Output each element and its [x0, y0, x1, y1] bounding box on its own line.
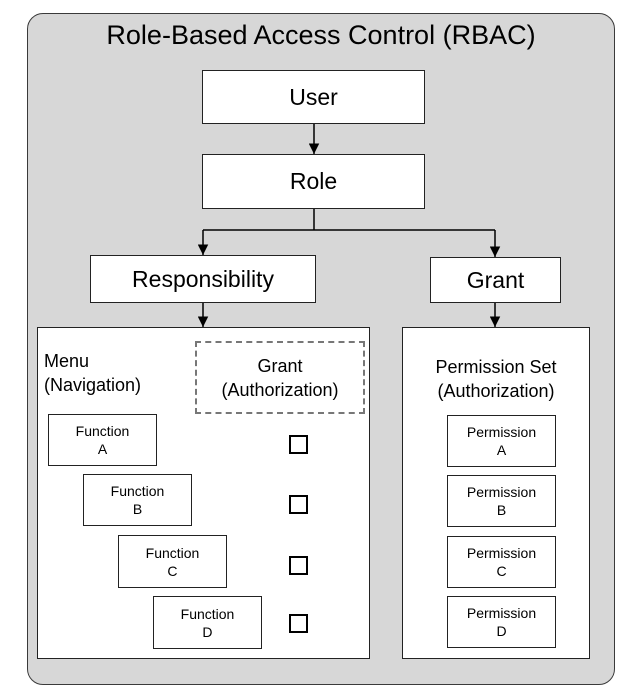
- role-label: Role: [289, 168, 338, 194]
- menu-heading: Menu (Navigation): [44, 349, 184, 397]
- grant-checkbox-c: [289, 556, 308, 575]
- function-d-box: Function D: [153, 596, 262, 649]
- permission-id: C: [496, 563, 507, 579]
- function-b-box: Function B: [83, 474, 192, 526]
- user-label: User: [289, 83, 338, 110]
- permission-a-box: Permission A: [447, 415, 556, 467]
- function-label: Function: [75, 423, 130, 439]
- permission-c-box: Permission C: [447, 536, 556, 588]
- permission-heading-line2: (Authorization): [437, 381, 555, 401]
- function-id: B: [132, 501, 143, 517]
- responsibility-label: Responsibility: [132, 265, 274, 292]
- menu-heading-line1: Menu: [44, 351, 90, 371]
- role-box: Role: [202, 154, 425, 209]
- permission-id: A: [496, 442, 507, 458]
- permission-label: Permission: [466, 424, 537, 440]
- function-label: Function: [110, 483, 165, 499]
- grant-label: Grant: [466, 266, 525, 293]
- grant-box-line1: Grant: [257, 355, 303, 376]
- function-label: Function: [180, 605, 235, 622]
- permission-id: D: [496, 623, 507, 639]
- permission-label: Permission: [466, 545, 537, 561]
- permission-id: B: [496, 502, 507, 518]
- function-a-box: Function A: [48, 414, 157, 466]
- grant-checkbox-a: [289, 435, 308, 454]
- function-id: A: [97, 441, 108, 457]
- permission-set-heading: Permission Set (Authorization): [402, 355, 590, 403]
- permission-heading-line1: Permission Set: [435, 357, 557, 377]
- menu-heading-line2: (Navigation): [44, 375, 142, 395]
- diagram-title: Role-Based Access Control (RBAC): [106, 20, 536, 50]
- function-id: C: [167, 562, 178, 579]
- grant-checkbox-d: [289, 614, 308, 633]
- user-box: User: [202, 70, 425, 124]
- grant-box: Grant: [430, 257, 561, 303]
- function-c-box: Function C: [118, 535, 227, 588]
- grant-box-line2: (Authorization): [221, 379, 339, 400]
- permission-label: Permission: [466, 605, 537, 621]
- function-label: Function: [145, 544, 200, 561]
- grant-checkbox-b: [289, 495, 308, 514]
- function-id: D: [202, 623, 213, 640]
- permission-d-box: Permission D: [447, 596, 556, 648]
- grant-authorization-box: Grant (Authorization): [195, 341, 365, 414]
- responsibility-box: Responsibility: [90, 255, 316, 303]
- permission-label: Permission: [466, 484, 537, 500]
- permission-b-box: Permission B: [447, 475, 556, 527]
